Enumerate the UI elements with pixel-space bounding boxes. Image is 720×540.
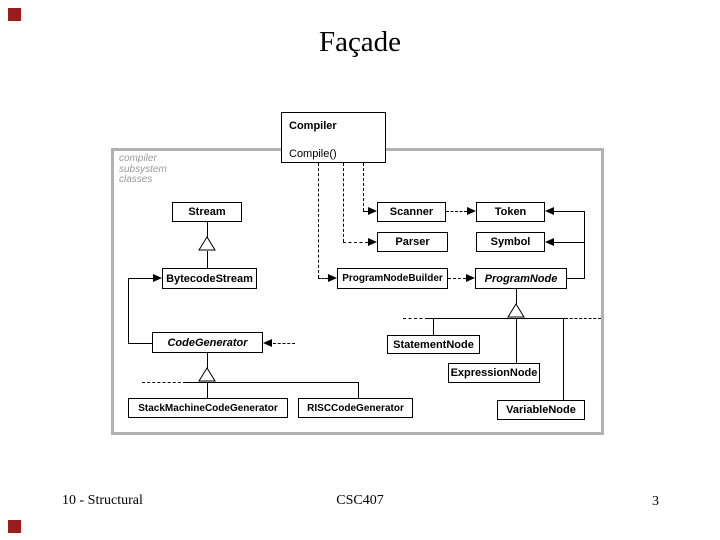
- connector-line: [433, 318, 434, 335]
- connector-line: [584, 211, 585, 279]
- class-box-statementnode: StatementNode: [387, 335, 480, 354]
- ellipsis-line: [142, 382, 186, 383]
- connector-line: [428, 318, 565, 319]
- red-square-marker-bottom: [8, 520, 21, 533]
- dependency-line: [318, 163, 319, 278]
- class-box-parser: Parser: [377, 232, 448, 252]
- footer-page-number: 3: [652, 494, 659, 509]
- arrowhead-icon: [328, 274, 337, 282]
- dependency-line: [318, 278, 328, 279]
- arrowhead-icon: [368, 238, 377, 246]
- class-box-token: Token: [476, 202, 545, 222]
- class-box-stackmachinecodegenerator: StackMachineCodeGenerator: [128, 398, 288, 418]
- ellipsis-line: [565, 318, 601, 319]
- dependency-line: [363, 163, 364, 211]
- class-name: Compiler: [289, 120, 337, 132]
- connector-line: [554, 211, 585, 212]
- class-box-risccodegenerator: RISCCodeGenerator: [298, 398, 413, 418]
- class-box-programnode: ProgramNode: [475, 268, 567, 289]
- connector-line: [207, 222, 208, 237]
- connector-line: [554, 242, 585, 243]
- arrowhead-icon: [368, 207, 377, 215]
- page-title: Façade: [318, 26, 402, 58]
- connector-line: [186, 382, 358, 383]
- connector-line: [563, 318, 564, 400]
- class-box-variablenode: VariableNode: [497, 400, 585, 420]
- arrowhead-icon: [466, 274, 475, 282]
- arrowhead-icon: [545, 207, 554, 215]
- connector-line: [358, 382, 359, 398]
- footer-section-label: 10 - Structural: [62, 493, 143, 508]
- footer-course-label: CSC407: [336, 493, 384, 508]
- dependency-line: [448, 278, 466, 279]
- class-box-compiler: Compiler Compile(): [281, 112, 386, 163]
- connector-line: [207, 353, 208, 368]
- class-box-symbol: Symbol: [476, 232, 545, 252]
- dependency-line: [273, 343, 295, 344]
- connector-line: [128, 343, 152, 344]
- connector-line: [516, 289, 517, 304]
- class-box-expressionnode: ExpressionNode: [448, 363, 540, 383]
- class-box-codegenerator: CodeGenerator: [152, 332, 263, 353]
- dependency-line: [363, 211, 368, 212]
- class-box-scanner: Scanner: [377, 202, 446, 222]
- dependency-line: [343, 163, 344, 242]
- connector-line: [207, 251, 208, 268]
- connector-line: [128, 278, 129, 343]
- dependency-line: [446, 211, 467, 212]
- inheritance-triangle-icon: [507, 303, 525, 318]
- connector-line: [567, 278, 585, 279]
- red-square-marker-top: [8, 8, 21, 21]
- inheritance-triangle-icon: [198, 367, 216, 382]
- class-box-stream: Stream: [172, 202, 242, 222]
- class-box-bytecodestream: BytecodeStream: [162, 268, 257, 289]
- connector-line: [516, 318, 517, 363]
- ellipsis-line: [403, 318, 428, 319]
- arrowhead-icon: [545, 238, 554, 246]
- arrowhead-icon: [153, 274, 162, 282]
- class-box-programnodebuilder: ProgramNodeBuilder: [337, 268, 448, 289]
- connector-line: [128, 278, 153, 279]
- inheritance-triangle-icon: [198, 236, 216, 251]
- dependency-line: [343, 242, 368, 243]
- arrowhead-icon: [467, 207, 476, 215]
- arrowhead-icon: [263, 339, 272, 347]
- connector-line: [207, 382, 208, 398]
- class-method: Compile(): [289, 148, 337, 160]
- subsystem-label: compiler subsystem classes: [119, 153, 167, 185]
